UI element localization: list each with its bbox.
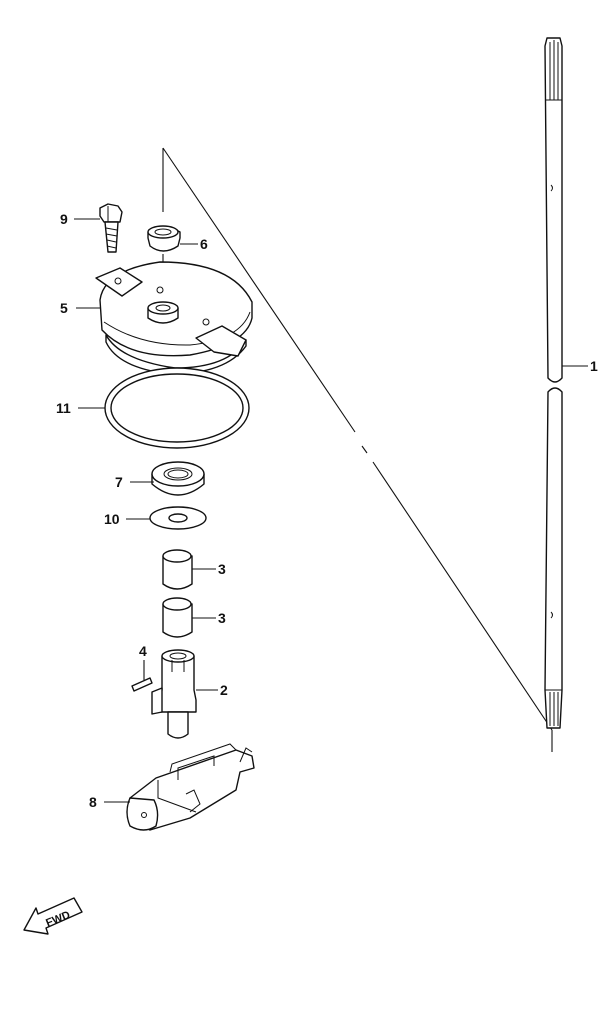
shaft-part	[544, 37, 563, 729]
callout-7: 7	[115, 474, 123, 490]
callout-2: 2	[220, 682, 228, 698]
callout-4: 4	[139, 643, 147, 659]
leader-lines	[74, 218, 588, 803]
callout-10: 10	[104, 511, 120, 527]
forward-direction-arrow: FWD	[23, 897, 83, 935]
callout-5: 5	[60, 300, 68, 316]
clutch-lever-part	[126, 743, 255, 831]
spacer-lower-part	[162, 597, 193, 638]
callout-11: 11	[56, 400, 71, 416]
clutch-shaft-part	[151, 649, 197, 739]
bearing-part	[151, 461, 205, 496]
callout-3-upper: 3	[218, 561, 226, 577]
bolt-part	[99, 203, 123, 253]
callout-8: 8	[89, 794, 97, 810]
housing-plate-part	[95, 261, 253, 375]
callout-labels: 1 2 3 3 4 5 6 7 8 9 10 11	[56, 211, 598, 810]
callout-6: 6	[200, 236, 208, 252]
spacer-upper-part	[162, 549, 193, 590]
pin-part	[131, 677, 153, 692]
assembly-reference-lines	[162, 147, 553, 752]
callout-3-lower: 3	[218, 610, 226, 626]
callout-9: 9	[60, 211, 68, 227]
callout-1: 1	[590, 358, 598, 374]
o-ring-part	[104, 367, 250, 449]
washer-part	[149, 506, 207, 530]
